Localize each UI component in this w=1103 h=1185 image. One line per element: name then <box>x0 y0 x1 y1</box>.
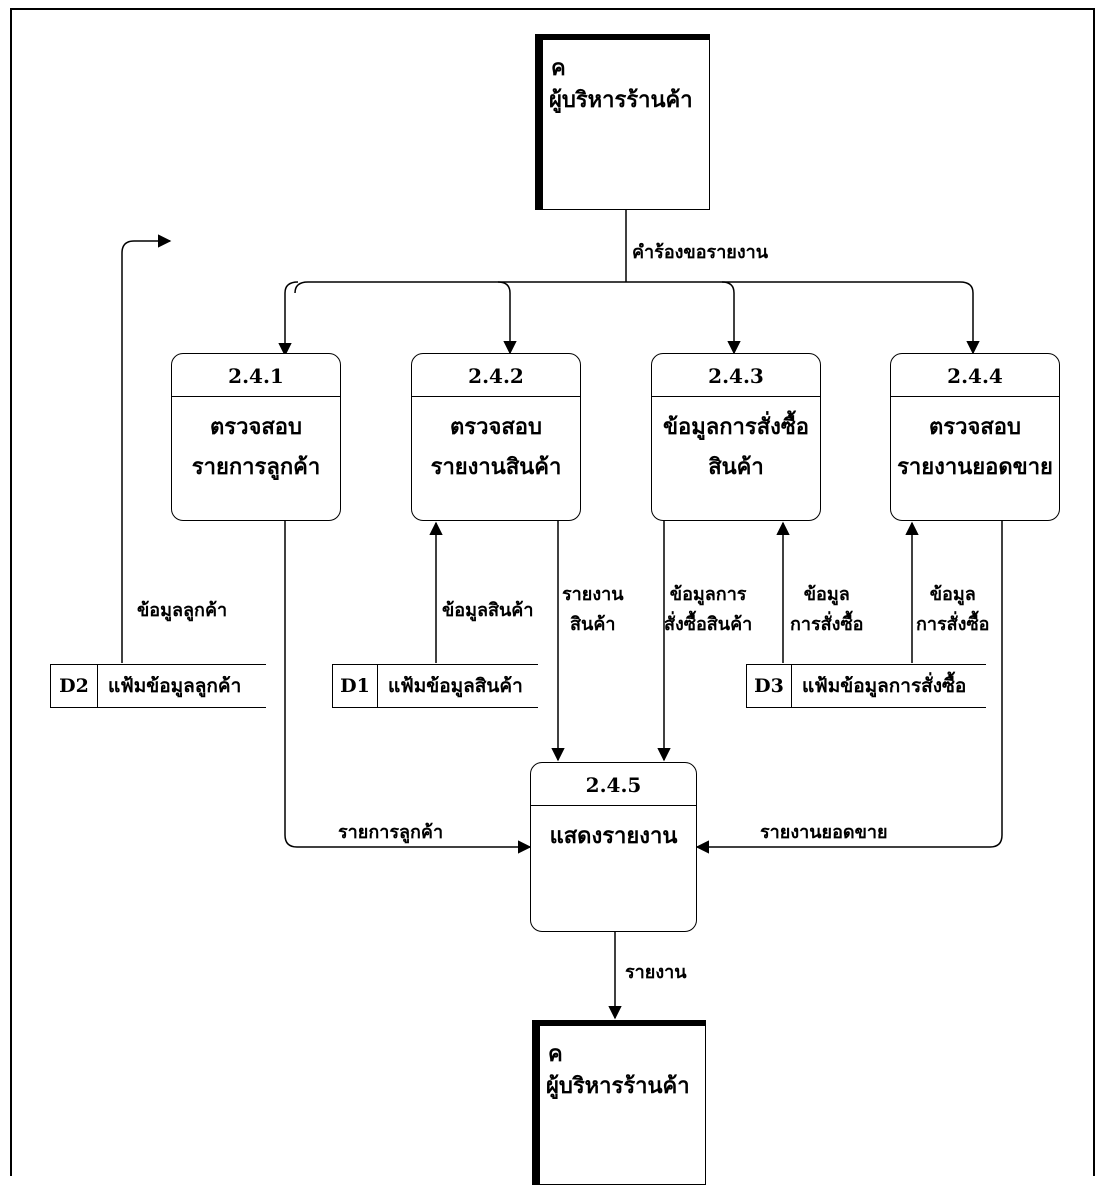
process-name: ตรวจสอบรายงานยอดขาย <box>897 414 1053 480</box>
external-entity-bottom[interactable]: ค ผู้บริหารร้านค้า <box>532 1020 706 1185</box>
process-id: 2.4.3 <box>652 354 820 397</box>
label-product-report: รายงานสินค้า <box>562 584 624 635</box>
data-store-d3[interactable]: D3 แฟ้มข้อมูลการสั่งซื้อ <box>746 664 986 708</box>
data-store-d1[interactable]: D1 แฟ้มข้อมูลสินค้า <box>332 664 538 708</box>
store-id: D3 <box>746 665 792 707</box>
entity-name: ผู้บริหารร้านค้า <box>546 1073 690 1099</box>
process-id: 2.4.2 <box>412 354 580 397</box>
process-id: 2.4.4 <box>891 354 1059 397</box>
process-name: ตรวจสอบรายการลูกค้า <box>191 414 321 480</box>
label-product-data: ข้อมูลสินค้า <box>442 600 534 621</box>
label-report: รายงาน <box>625 962 687 983</box>
store-id: D2 <box>50 665 98 707</box>
store-name: แฟ้มข้อมูลสินค้า <box>388 675 523 697</box>
label-customer-list: รายการลูกค้า <box>338 822 444 843</box>
diagram-frame <box>10 8 1095 1176</box>
entity-name: ผู้บริหารร้านค้า <box>549 87 693 113</box>
process-2-4-2[interactable]: 2.4.2 ตรวจสอบรายงานสินค้า <box>411 353 581 521</box>
label-order-data-b: ข้อมูลการสั่งซื้อ <box>790 584 864 635</box>
process-id: 2.4.5 <box>531 763 696 806</box>
entity-letter: ค <box>548 1041 563 1067</box>
store-name: แฟ้มข้อมูลลูกค้า <box>108 675 242 697</box>
label-request: คำร้องขอรายงาน <box>632 242 769 263</box>
label-sales-report: รายงานยอดขาย <box>760 822 888 843</box>
process-name: ข้อมูลการสั่งซื้อสินค้า <box>662 414 810 480</box>
process-name: แสดงรายงาน <box>549 823 678 849</box>
process-id: 2.4.1 <box>172 354 340 397</box>
label-customer-data: ข้อมูลลูกค้า <box>137 600 228 621</box>
store-id: D1 <box>332 665 378 707</box>
data-store-d2[interactable]: D2 แฟ้มข้อมูลลูกค้า <box>50 664 266 708</box>
entity-letter: ค <box>551 55 566 81</box>
store-name: แฟ้มข้อมูลการสั่งซื้อ <box>802 675 967 697</box>
process-name: ตรวจสอบรายงานสินค้า <box>430 414 562 480</box>
process-2-4-5[interactable]: 2.4.5 แสดงรายงาน <box>530 762 697 932</box>
process-2-4-1[interactable]: 2.4.1 ตรวจสอบรายการลูกค้า <box>171 353 341 521</box>
label-order-data-a: ข้อมูลการสั่งซื้อสินค้า <box>664 584 753 635</box>
process-2-4-4[interactable]: 2.4.4 ตรวจสอบรายงานยอดขาย <box>890 353 1060 521</box>
external-entity-top[interactable]: ค ผู้บริหารร้านค้า <box>535 34 710 210</box>
label-order-data-c: ข้อมูลการสั่งซื้อ <box>916 584 990 635</box>
process-2-4-3[interactable]: 2.4.3 ข้อมูลการสั่งซื้อสินค้า <box>651 353 821 521</box>
